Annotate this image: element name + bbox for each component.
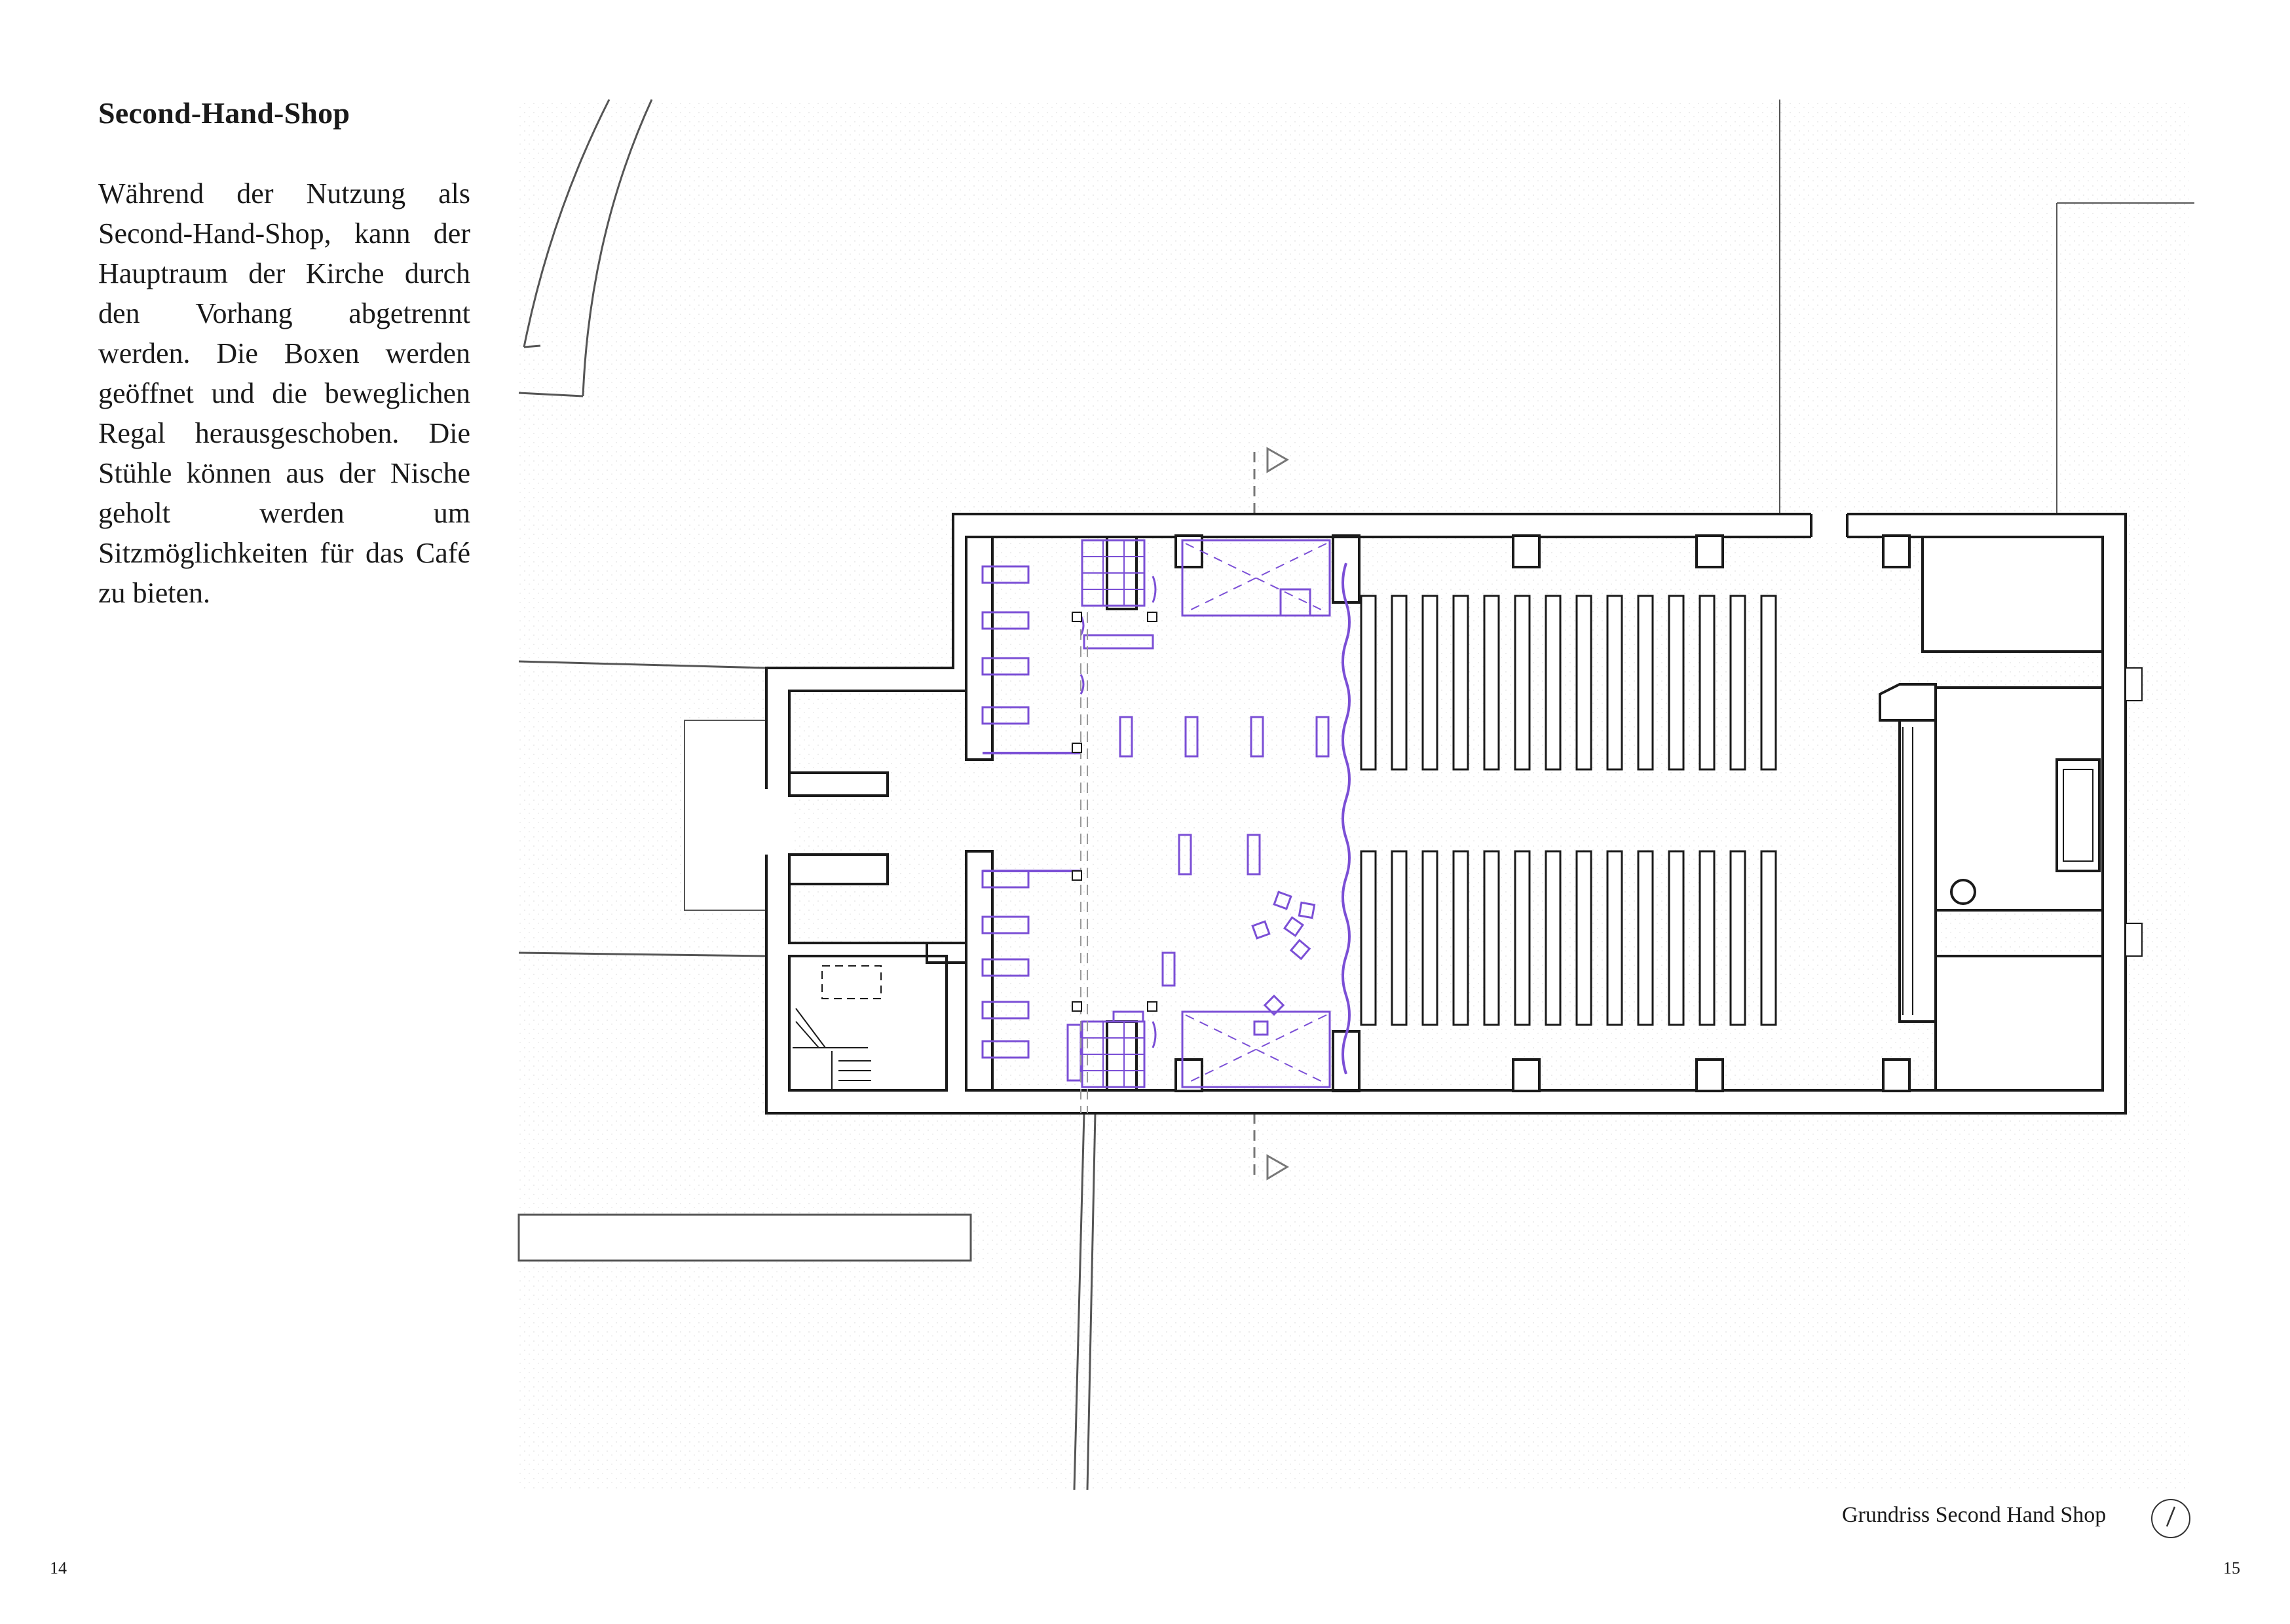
triangle-marker-icon [1266,447,1289,473]
apse-rooms [1879,536,2143,1092]
figure-caption: Grundriss Second Hand Shop [1842,1503,2107,1527]
north-arrow-icon [2151,1499,2190,1538]
description-paragraph: Während der Nutzung als Second-Hand-Shop… [98,177,470,609]
curtain [1342,563,1351,1075]
section-markers [1253,447,1289,1181]
site-context [517,99,2194,1490]
page-number-left: 14 [50,1559,67,1578]
guides [1080,612,1088,1113]
page-heading: Second-Hand-Shop [98,96,350,130]
stair [793,965,882,1090]
triangle-marker-icon [1266,1154,1289,1181]
page-number-right: 15 [2223,1559,2240,1578]
wall-openings [765,512,1847,855]
floor-plan [517,99,2194,1491]
shop-furniture [981,539,1351,1088]
pews [1360,595,1777,1026]
